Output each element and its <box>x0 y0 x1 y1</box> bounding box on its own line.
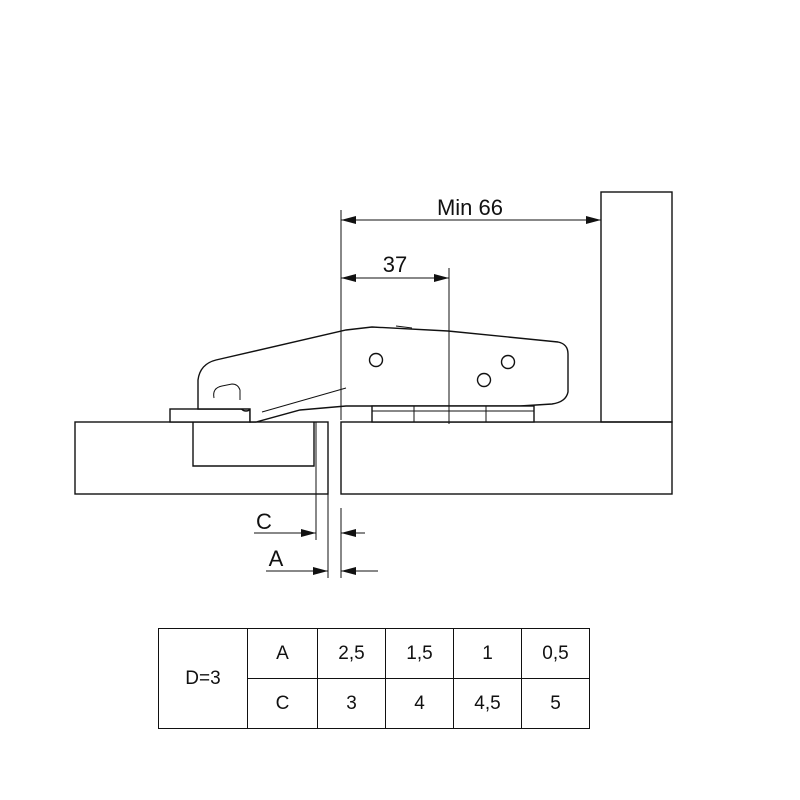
door-panel <box>74 421 329 495</box>
hinge-arm-inner <box>213 383 241 400</box>
param-cell: A <box>247 628 318 679</box>
table-row: C 3 4 4,5 5 <box>159 678 590 729</box>
screw-hole <box>368 352 384 368</box>
cup-recess <box>192 422 315 467</box>
table-row: D=3 A 2,5 1,5 1 0,5 <box>158 628 590 729</box>
cabinet-panel <box>340 421 673 495</box>
arrow-head <box>341 274 356 282</box>
arrow-head <box>341 529 356 537</box>
arrow-head <box>313 567 328 575</box>
spec-table: D=3 A 2,5 1,5 1 0,5 C 3 4 4,5 5 <box>158 628 590 729</box>
screw-hole <box>476 372 492 388</box>
side-panel <box>600 191 673 423</box>
arrow-head <box>341 567 356 575</box>
arrow-head <box>434 274 449 282</box>
param-cell: C <box>247 678 318 729</box>
arrow-head <box>301 529 316 537</box>
a-label: A <box>269 546 284 571</box>
value-cell: 3 <box>317 678 386 729</box>
min-66-label: Min 66 <box>437 195 503 220</box>
hinge-top-mark <box>395 325 413 329</box>
d-label-cell: D=3 <box>158 628 248 729</box>
value-cell: 1,5 <box>385 628 454 679</box>
value-cell: 4,5 <box>453 678 522 729</box>
hinge-arm-bend <box>261 387 347 413</box>
value-cell: 0,5 <box>521 628 590 679</box>
dimension-37-label: 37 <box>383 252 407 277</box>
arrow-head <box>586 216 601 224</box>
arrow-head <box>341 216 356 224</box>
value-cell: 1 <box>453 628 522 679</box>
cup-flange <box>169 408 251 423</box>
c-label: C <box>256 509 272 534</box>
value-cell: 2,5 <box>317 628 386 679</box>
mounting-plate <box>371 405 535 423</box>
screw-hole <box>500 354 516 370</box>
value-cell: 4 <box>385 678 454 729</box>
value-cell: 5 <box>521 678 590 729</box>
